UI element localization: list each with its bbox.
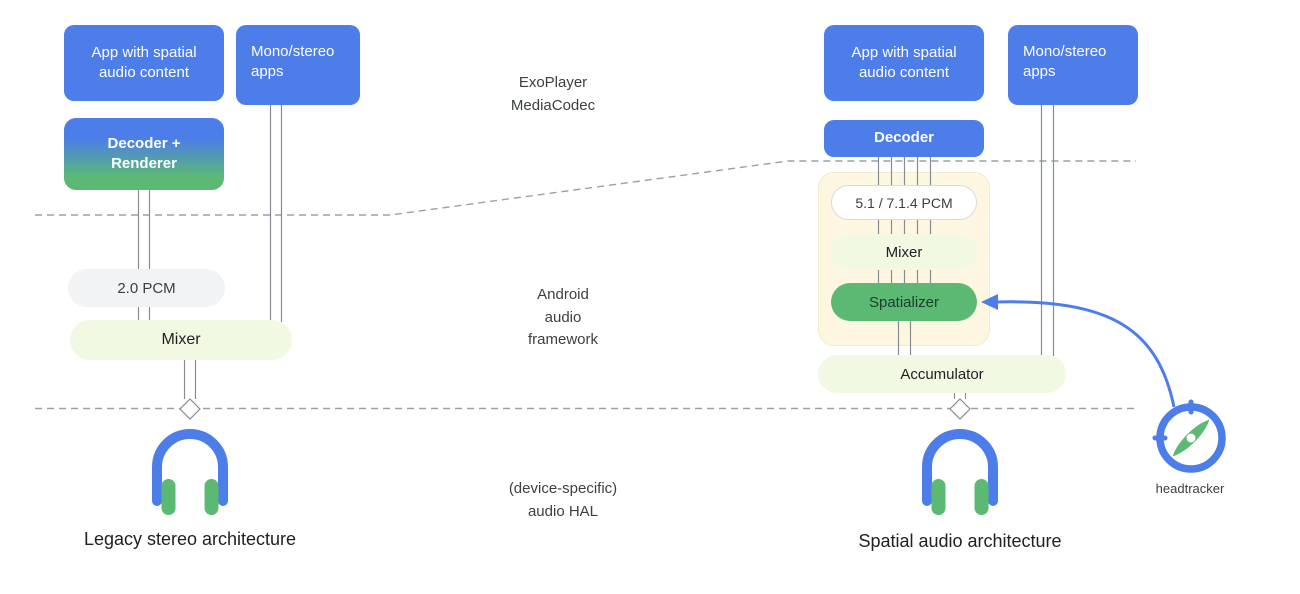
right-app-box: App with spatial audio content: [824, 25, 984, 101]
left-app-box: App with spatial audio content: [64, 25, 224, 101]
left-monostereo-box: Mono/stereo apps: [236, 25, 360, 105]
right-monostereo-stream-lines: [1040, 105, 1055, 356]
right-decoder-box: Decoder: [824, 120, 984, 157]
middle-android-audio-framework-label: Android audio framework: [527, 286, 598, 348]
headphones-icon: [152, 429, 228, 515]
headtracker-label: headtracker: [1155, 481, 1225, 496]
right-mixer-pill: Mixer: [831, 234, 977, 270]
right-pcm-pill: 5.1 / 7.1.4 PCM: [831, 185, 977, 220]
right-accumulator-pill: Accumulator: [818, 355, 1066, 393]
right-spatializer-pill: Spatializer: [831, 283, 977, 321]
middle-audio-hal-label: (device-specific) audio HAL: [508, 480, 618, 520]
middle-exoplayer-mediacodec-label: ExoPlayer MediaCodec: [510, 74, 596, 114]
left-pcm-pill: 2.0 PCM: [68, 269, 225, 307]
headtracker-compass-icon: [1152, 399, 1226, 473]
right-monostereo-box: Mono/stereo apps: [1008, 25, 1138, 105]
left-mixer-pill: Mixer: [70, 320, 292, 360]
headphones-icon: [922, 429, 998, 515]
left-monostereo-stream-lines: [269, 105, 283, 322]
left-caption: Legacy stereo architecture: [83, 529, 297, 549]
right-caption: Spatial audio architecture: [858, 531, 1062, 551]
right-accumulator-output-lines: [953, 393, 967, 399]
left-decoder-renderer-box: Decoder + Renderer: [64, 118, 224, 190]
right-hal-connector-diamond-icon: [949, 398, 971, 420]
left-mixer-output-lines: [183, 360, 197, 399]
left-hal-connector-diamond-icon: [179, 398, 201, 420]
